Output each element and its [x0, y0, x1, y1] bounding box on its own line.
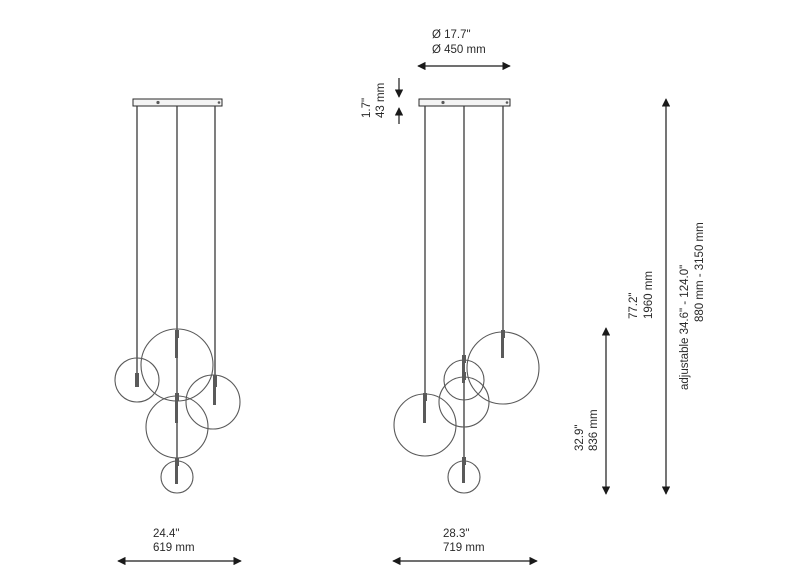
canopy-height-mm: 43 mm	[375, 83, 387, 118]
total-height-inches: 77.2"	[628, 293, 640, 319]
left-width-mm: 619 mm	[153, 542, 195, 554]
adjustable-inches: adjustable 34.6" - 124.0"	[679, 265, 691, 390]
total-height-mm: 1960 mm	[643, 271, 655, 319]
right-width-mm: 719 mm	[443, 542, 485, 554]
side-view-lamp	[393, 98, 540, 494]
canopy	[418, 98, 511, 107]
cluster-height-mm: 836 mm	[588, 409, 600, 451]
canopy-diameter-mm: Ø 450 mm	[432, 44, 486, 56]
adjustable-mm: 880 mm - 3150 mm	[694, 222, 706, 322]
canopy-height-inches: 1.7"	[361, 98, 373, 118]
canopy-diameter-inches: Ø 17.7"	[432, 29, 471, 41]
globe	[114, 357, 160, 403]
canopy	[132, 98, 223, 107]
left-width-inches: 24.4"	[153, 528, 179, 540]
cluster-height-inches: 32.9"	[574, 425, 586, 451]
front-view-lamp	[114, 98, 241, 494]
right-width-inches: 28.3"	[443, 528, 469, 540]
